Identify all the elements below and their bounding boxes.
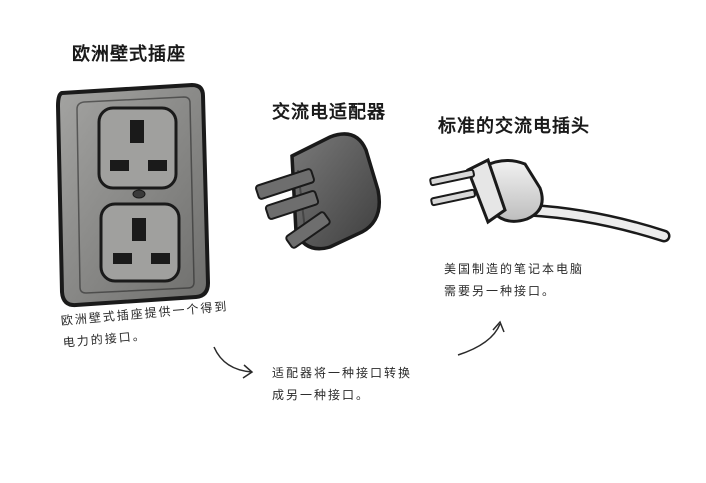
ac-plug	[429, 157, 671, 243]
adapter-note: 适配器将一种接口转换 成另一种接口。	[272, 362, 412, 406]
arrow-adapter-to-plug	[457, 320, 505, 356]
outlet-title: 欧洲壁式插座	[72, 44, 186, 65]
arrow-outlet-to-adapter	[213, 346, 254, 379]
plug-note-line-1: 美国制造的笔记本电脑	[444, 262, 585, 276]
plug-note: 美国制造的笔记本电脑 需要另一种接口。	[444, 258, 584, 302]
ac-adapter	[255, 132, 381, 251]
adapter-note-line-2: 成另一种接口。	[272, 388, 371, 402]
adapter-note-line-1: 适配器将一种接口转换	[272, 366, 413, 380]
wall-socket	[55, 82, 211, 308]
adapter-title: 交流电适配器	[272, 102, 386, 123]
plug-note-line-2: 需要另一种接口。	[444, 284, 557, 298]
plug-title: 标准的交流电插头	[438, 116, 590, 137]
